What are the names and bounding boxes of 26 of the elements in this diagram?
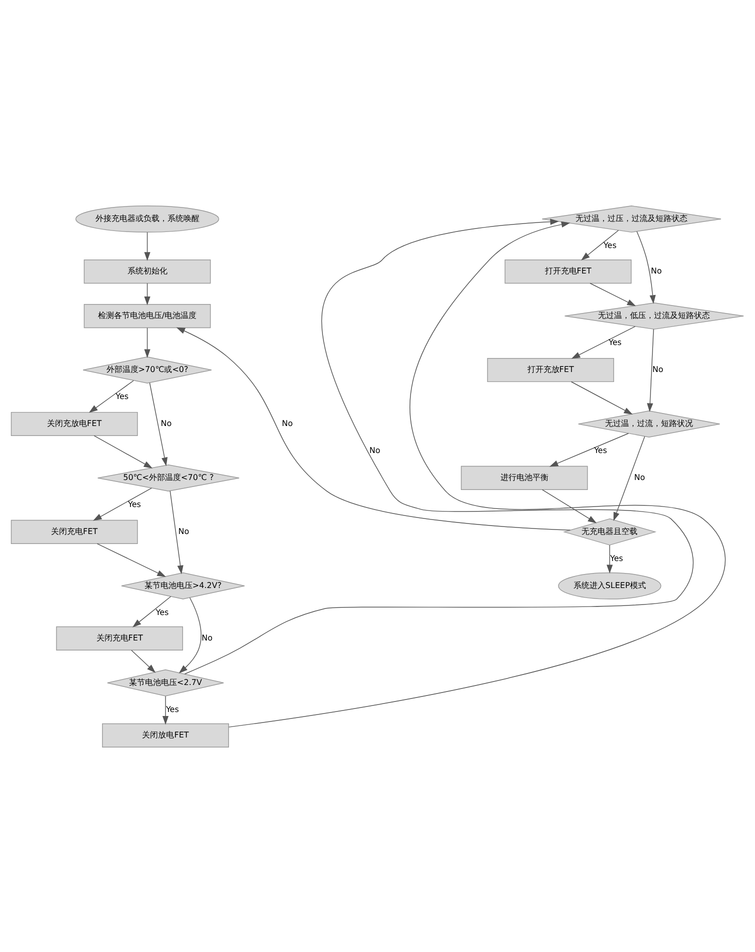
arrow [228,220,726,727]
arrow [184,218,694,674]
arrow [613,436,646,521]
arrow [571,326,636,358]
arrow [94,434,153,468]
arrow [144,232,150,260]
arrow [646,328,654,412]
arrow [132,596,172,627]
arrow [590,282,636,306]
arrow [581,229,619,260]
arrow [176,326,571,530]
arrow [170,490,184,574]
arrow [606,544,613,574]
arrow [88,380,134,412]
arrow [131,649,156,672]
arrow [144,327,150,358]
arrow [178,596,202,673]
arrow [96,542,166,576]
arrow [636,230,656,304]
arrow [93,487,152,520]
arrow [570,380,633,414]
arrow [549,432,629,466]
arrow [149,382,168,466]
arrow [144,282,150,305]
arrow [162,695,169,724]
arrow [542,488,597,523]
